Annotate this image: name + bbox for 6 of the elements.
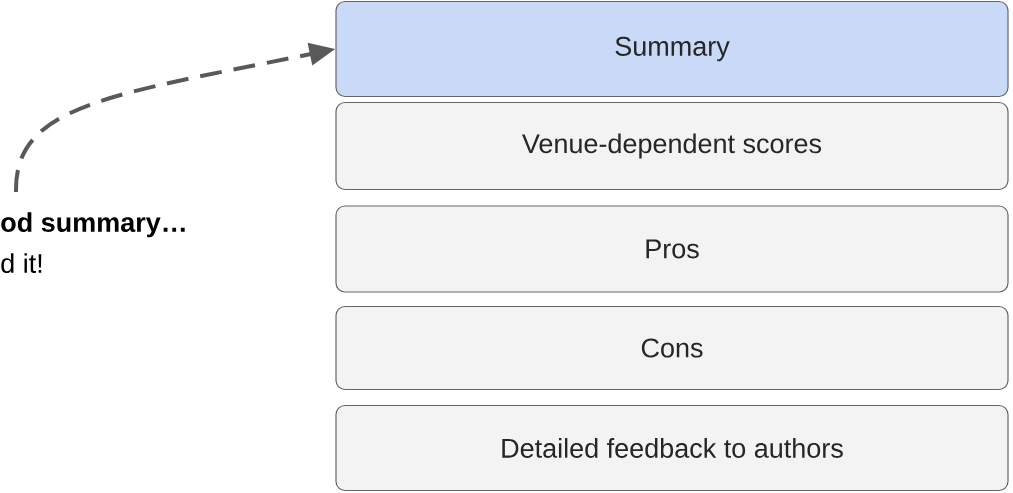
callout-text: od summary… d it!: [1, 212, 185, 274]
section-box: Cons: [335, 305, 1009, 391]
section-box: Summary: [335, 0, 1009, 98]
section-box: Detailed feedback to authors: [335, 404, 1009, 492]
section-box: Venue-dependent scores: [335, 101, 1009, 191]
section-box: Pros: [335, 205, 1009, 293]
